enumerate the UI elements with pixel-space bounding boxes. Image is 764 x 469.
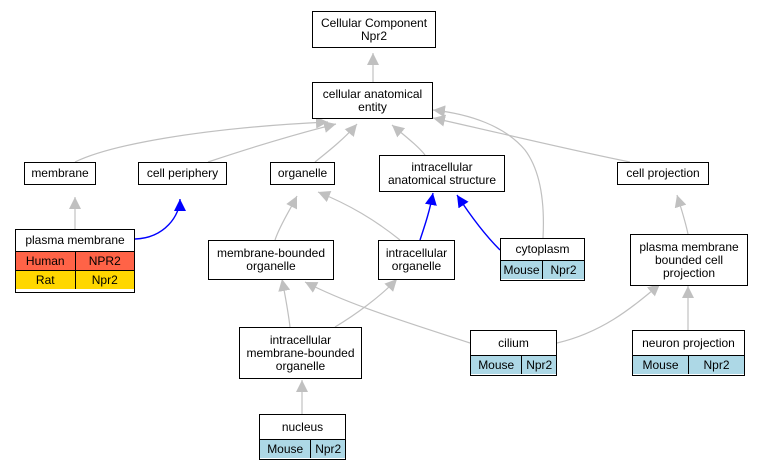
edge-periphery-cae bbox=[207, 121, 337, 163]
annotation-row-mouse: Mouse Npr2 bbox=[471, 355, 556, 374]
node-title: membrane-bounded organelle bbox=[216, 246, 326, 273]
node-membrane-bounded-organelle[interactable]: membrane-bounded organelle bbox=[208, 240, 334, 280]
node-title: cytoplasm bbox=[515, 242, 570, 256]
species-cell: Rat bbox=[16, 271, 75, 289]
edge-projection-cae bbox=[432, 114, 631, 163]
node-title: cell projection bbox=[626, 166, 700, 180]
node-title: Cellular Component Npr2 bbox=[320, 15, 428, 43]
node-title: cellular anatomical entity bbox=[322, 86, 423, 114]
edge-cilium-pmbcp bbox=[556, 283, 661, 344]
edge-pmbcp-projection bbox=[674, 194, 689, 235]
annotation-row-mouse: Mouse Npr2 bbox=[260, 439, 345, 458]
node-intracellular-anatomical-structure[interactable]: intracellular anatomical structure bbox=[379, 155, 505, 192]
node-title: membrane bbox=[31, 166, 89, 180]
node-cellular-anatomical-entity[interactable]: cellular anatomical entity bbox=[312, 82, 433, 119]
gene-cell: NPR2 bbox=[74, 252, 134, 270]
node-plasma-membrane[interactable]: plasma membrane Human NPR2 Rat Npr2 bbox=[15, 229, 135, 293]
edge-io-organelle bbox=[317, 190, 401, 241]
gene-cell: Npr2 bbox=[542, 261, 584, 279]
edge-cytoplasm-ias bbox=[456, 194, 501, 251]
node-title: intracellular organelle bbox=[385, 246, 448, 273]
edge-organelle-cae bbox=[314, 123, 358, 163]
species-cell: Mouse bbox=[260, 440, 311, 458]
annotation-row-human: Human NPR2 bbox=[16, 251, 134, 270]
node-title: plasma membrane bounded cell projection bbox=[639, 239, 739, 280]
species-cell: Mouse bbox=[471, 356, 522, 374]
node-plasma-membrane-bounded-cell-projection[interactable]: plasma membrane bounded cell projection bbox=[630, 234, 748, 286]
gene-cell: Npr2 bbox=[521, 356, 556, 374]
edge-pm-periphery bbox=[134, 198, 186, 240]
node-intracellular-membrane-bounded-organelle[interactable]: intracellular membrane-bounded organelle bbox=[239, 327, 362, 379]
edge-imbo-mbo bbox=[278, 278, 291, 328]
species-cell: Human bbox=[16, 252, 75, 270]
gene-cell: Npr2 bbox=[74, 271, 134, 289]
species-cell: Mouse bbox=[633, 356, 688, 374]
node-cell-projection[interactable]: cell projection bbox=[617, 162, 709, 185]
edge-imbo-io bbox=[334, 278, 398, 328]
edge-membrane-cae bbox=[74, 116, 329, 163]
node-title: intracellular anatomical structure bbox=[387, 159, 497, 187]
node-membrane[interactable]: membrane bbox=[24, 162, 96, 185]
edge-cilium-mbo bbox=[304, 281, 471, 344]
edge-io-ias bbox=[419, 192, 437, 241]
node-title: cilium bbox=[498, 335, 529, 350]
edge-mbo-organelle bbox=[274, 195, 298, 241]
node-title: organelle bbox=[277, 166, 328, 180]
node-cellular-component[interactable]: Cellular Component Npr2 bbox=[312, 11, 436, 48]
node-cell-periphery[interactable]: cell periphery bbox=[138, 162, 227, 185]
gene-cell: Npr2 bbox=[310, 440, 345, 458]
edge-cytoplasm-cae bbox=[432, 105, 544, 239]
node-title: nucleus bbox=[281, 419, 324, 434]
node-intracellular-organelle[interactable]: intracellular organelle bbox=[378, 240, 455, 280]
node-nucleus[interactable]: nucleus Mouse Npr2 bbox=[259, 414, 346, 460]
gene-cell: Npr2 bbox=[688, 356, 744, 374]
edge-ias-cae bbox=[391, 124, 426, 156]
node-title: intracellular membrane-bounded organelle bbox=[246, 332, 355, 373]
species-cell: Mouse bbox=[501, 261, 542, 279]
node-organelle[interactable]: organelle bbox=[270, 162, 335, 185]
node-neuron-projection[interactable]: neuron projection Mouse Npr2 bbox=[632, 330, 745, 376]
node-title: neuron projection bbox=[642, 335, 735, 350]
node-title: plasma membrane bbox=[25, 233, 125, 247]
annotation-row-rat: Rat Npr2 bbox=[16, 270, 134, 289]
node-cytoplasm[interactable]: cytoplasm Mouse Npr2 bbox=[500, 238, 585, 281]
annotation-row-mouse: Mouse Npr2 bbox=[633, 355, 744, 374]
node-title: cell periphery bbox=[146, 166, 219, 180]
node-cilium[interactable]: cilium Mouse Npr2 bbox=[470, 330, 557, 376]
annotation-row-mouse: Mouse Npr2 bbox=[501, 260, 584, 279]
